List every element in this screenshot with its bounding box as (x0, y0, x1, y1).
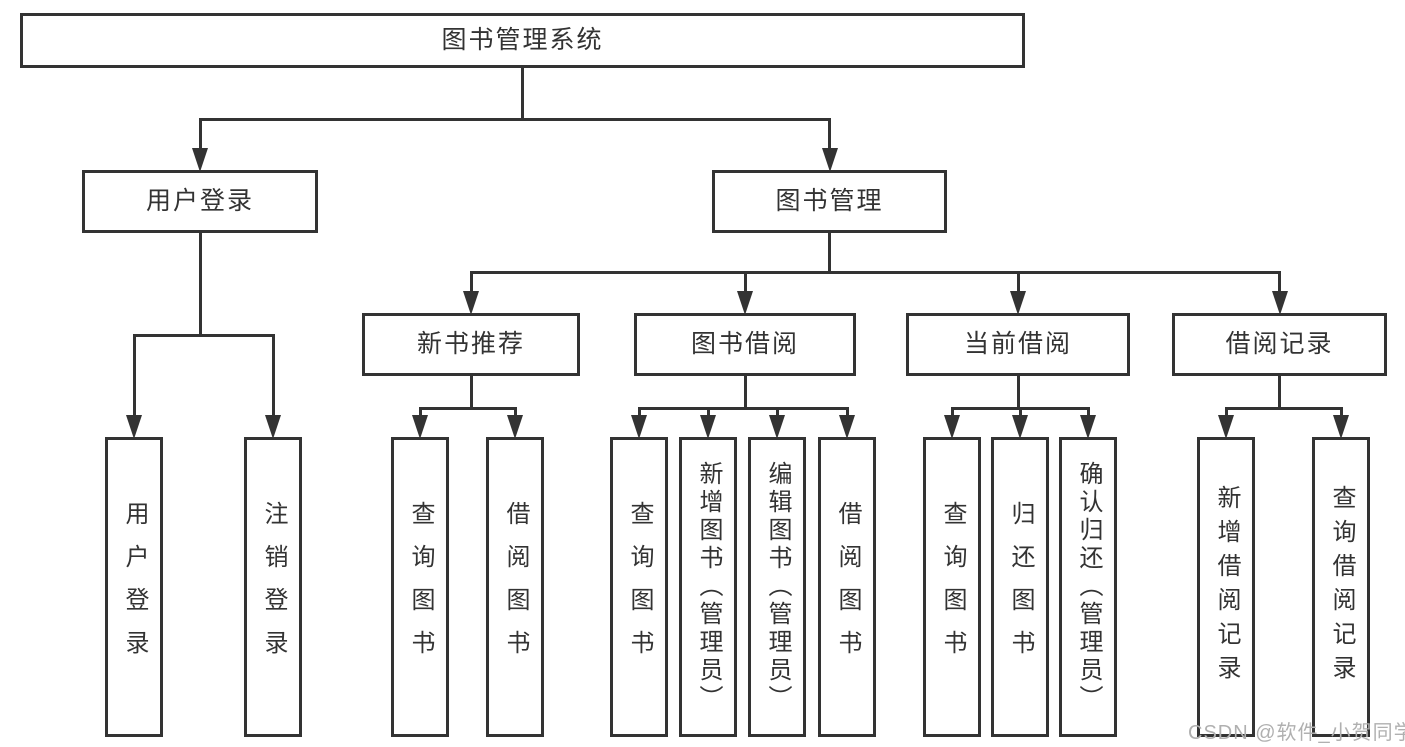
node-label: 借阅图书 (834, 501, 861, 673)
connector-arrow-shaft (1278, 272, 1281, 303)
arrowhead-down-icon (631, 415, 647, 439)
arrowhead-down-icon (126, 415, 142, 439)
node-book-mgmt: 图书管理 (712, 170, 947, 233)
arrowhead-down-icon (1218, 415, 1234, 439)
node-label: 确认归还（管理员） (1075, 461, 1102, 713)
watermark: CSDN @软件_小贺同学 (1188, 722, 1405, 744)
arrowhead-down-icon (839, 415, 855, 439)
node-label: 查询图书 (407, 501, 434, 673)
connector-stub (1016, 375, 1020, 408)
arrowhead-down-icon (1080, 415, 1096, 439)
connector-arrow-shaft (828, 119, 831, 160)
arrowhead-down-icon (192, 148, 208, 172)
node-label: 注销登录 (260, 501, 287, 673)
node-bb-borrow: 借阅图书 (818, 437, 876, 737)
connector-branch (132, 333, 275, 337)
node-label: 用户登录 (145, 186, 254, 215)
node-borrow-record: 借阅记录 (1172, 313, 1387, 376)
connector-branch (418, 406, 517, 410)
connector-stub (521, 67, 524, 119)
connector-stub (198, 232, 202, 335)
node-br-query: 查询借阅记录 (1312, 437, 1370, 737)
connector-stub (469, 375, 473, 408)
node-label: 归还图书 (1007, 501, 1034, 673)
arrowhead-down-icon (507, 415, 523, 439)
node-root: 图书管理系统 (20, 13, 1025, 68)
connector-arrow-shaft (198, 119, 202, 160)
arrowhead-down-icon (1333, 415, 1349, 439)
arrowhead-down-icon (265, 415, 281, 439)
node-cb-return: 归还图书 (991, 437, 1049, 737)
connector-stub (1278, 375, 1281, 408)
connector-arrow-shaft (469, 272, 473, 303)
arrowhead-down-icon (412, 415, 428, 439)
node-label: 图书借阅 (690, 329, 799, 358)
node-nb-query: 查询图书 (391, 437, 449, 737)
connector-branch (198, 117, 831, 121)
node-label: 查询图书 (626, 501, 653, 673)
node-label: 借阅图书 (502, 501, 529, 673)
node-label: 编辑图书（管理员） (764, 461, 791, 713)
node-cb-confirm: 确认归还（管理员） (1059, 437, 1117, 737)
connector-branch (637, 406, 849, 410)
node-br-add: 新增借阅记录 (1197, 437, 1255, 737)
node-label: 借阅记录 (1225, 329, 1334, 358)
arrowhead-down-icon (821, 148, 838, 172)
node-ul-login: 用户登录 (105, 437, 163, 737)
node-label: 查询图书 (939, 501, 966, 673)
node-book-borrow: 图书借阅 (634, 313, 856, 376)
arrowhead-down-icon (1271, 291, 1288, 315)
node-label: 新增借阅记录 (1213, 485, 1240, 689)
node-new-book: 新书推荐 (362, 313, 580, 376)
node-bb-edit: 编辑图书（管理员） (748, 437, 806, 737)
node-nb-borrow: 借阅图书 (486, 437, 544, 737)
node-current-borrow: 当前借阅 (906, 313, 1130, 376)
connector-arrow-shaft (132, 335, 136, 427)
node-bb-query: 查询图书 (610, 437, 668, 737)
arrowhead-down-icon (1012, 415, 1028, 439)
node-label: 用户登录 (121, 501, 148, 673)
node-label: 图书管理系统 (441, 25, 604, 54)
node-label: 查询借阅记录 (1328, 485, 1355, 689)
connector-branch (469, 270, 1281, 274)
arrowhead-down-icon (769, 415, 785, 439)
arrowhead-down-icon (1010, 291, 1026, 315)
node-ul-logout: 注销登录 (244, 437, 302, 737)
arrowhead-down-icon (700, 415, 716, 439)
node-label: 新书推荐 (416, 329, 525, 358)
connector-arrow-shaft (271, 335, 275, 427)
arrowhead-down-icon (944, 415, 960, 439)
node-cb-query: 查询图书 (923, 437, 981, 737)
node-user-login: 用户登录 (82, 170, 318, 233)
node-bb-add: 新增图书（管理员） (679, 437, 737, 737)
connector-stub (743, 375, 747, 408)
node-label: 新增图书（管理员） (695, 461, 722, 713)
connector-stub (828, 232, 831, 272)
connector-arrow-shaft (743, 272, 747, 303)
node-label: 当前借阅 (963, 329, 1072, 358)
connector-branch (1224, 406, 1343, 410)
node-label: 图书管理 (775, 186, 884, 215)
arrowhead-down-icon (463, 291, 479, 315)
arrowhead-down-icon (737, 291, 753, 315)
connector-arrow-shaft (1016, 272, 1020, 303)
